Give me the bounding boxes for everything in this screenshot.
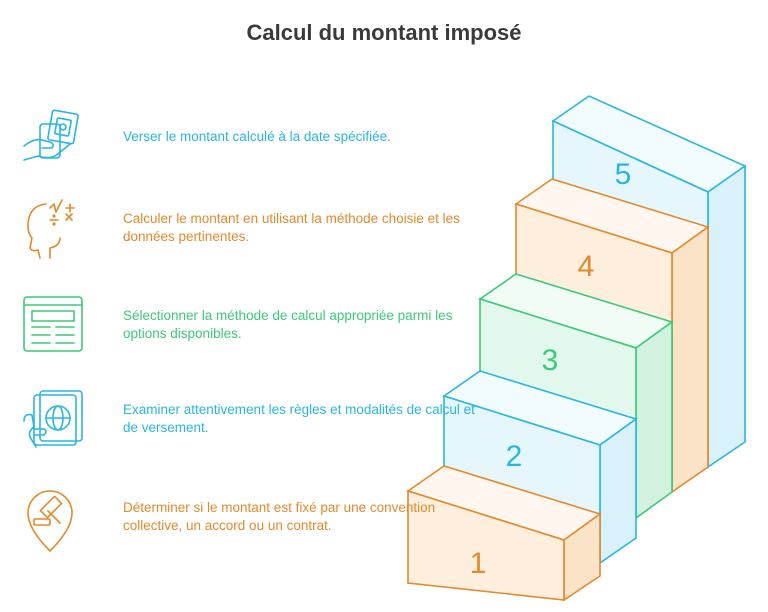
passport-globe-icon: [20, 387, 90, 457]
stair-side-4: [671, 225, 709, 494]
page-title: Calcul du montant imposé: [246, 20, 522, 45]
gavel-pin-icon: [20, 485, 90, 555]
step-row-3: Sélectionner la méthode de calcul approp…: [20, 293, 490, 363]
hand-money-icon: [20, 108, 90, 178]
step-text-1: Déterminer si le montant est fixé par un…: [123, 500, 436, 533]
step-text-5: Verser le montant calculé à la date spéc…: [123, 129, 391, 144]
form-icon: [20, 293, 90, 363]
step-row-1: Déterminer si le montant est fixé par un…: [20, 485, 490, 555]
stair-number-3: 3: [542, 344, 559, 377]
step-row-4: Calculer le montant en utilisant la méth…: [20, 198, 490, 268]
stair-side-2: [599, 417, 637, 565]
step-text-3: Sélectionner la méthode de calcul approp…: [123, 308, 453, 341]
step-row-5: Verser le montant calculé à la date spéc…: [20, 108, 490, 178]
step-text-2: Examiner attentivement les règles et mod…: [123, 402, 475, 435]
stair-number-4: 4: [578, 250, 595, 283]
stair-side-5: [707, 164, 746, 469]
stair-block-1: 1: [406, 465, 602, 602]
head-math-icon: [20, 198, 90, 268]
step-text-4: Calculer le montant en utilisant la méth…: [123, 211, 460, 244]
stair-number-5: 5: [615, 158, 632, 191]
stair-number-1: 1: [470, 547, 487, 580]
stair-number-2: 2: [506, 440, 523, 473]
stair-side-3: [635, 320, 673, 520]
stair-front-1: [407, 489, 565, 601]
step-row-2: Examiner attentivement les règles et mod…: [20, 387, 490, 457]
